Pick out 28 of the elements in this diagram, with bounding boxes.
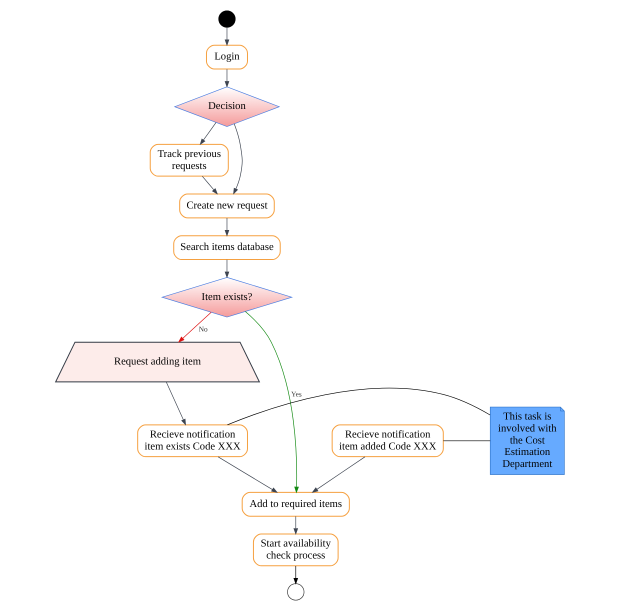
node-box: Start availability check process	[252, 534, 338, 566]
node-box: Add to required items	[241, 492, 350, 517]
arrow	[292, 566, 298, 585]
node-box: Recieve notification item added Code XXX	[331, 424, 444, 458]
node-box: Recieve notification item exists Code XXX	[136, 424, 248, 458]
arrow	[217, 456, 278, 493]
node-box: Track previous requests	[149, 144, 228, 177]
node-circle	[286, 583, 304, 601]
arrow	[201, 176, 218, 195]
node-box: Create new request	[178, 194, 274, 218]
arrow	[224, 68, 229, 88]
arrow	[244, 311, 298, 494]
arrow	[311, 456, 365, 493]
arrow	[224, 218, 229, 237]
node-diamond: Decision	[173, 86, 280, 127]
connector	[226, 388, 490, 426]
node-circle	[218, 10, 236, 28]
arrow	[232, 124, 242, 195]
node-box: Search items database	[172, 235, 280, 260]
connector	[442, 440, 490, 442]
arrow	[292, 516, 298, 535]
arrow	[224, 259, 229, 278]
arrow	[165, 382, 186, 426]
arrow	[178, 312, 212, 343]
arrow	[224, 27, 229, 46]
arrow	[199, 122, 216, 146]
node-box: Login	[205, 44, 248, 70]
node-diamond: Item exists?	[160, 277, 292, 318]
